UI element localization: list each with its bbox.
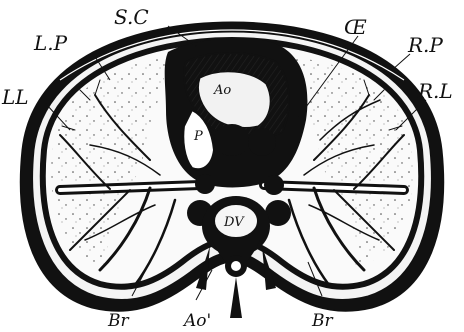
label-descending-aorta: Ao': [182, 311, 211, 331]
label-oesophagus: Œ: [344, 15, 367, 39]
label-bronchus-right: Br: [311, 311, 333, 331]
label-bronchus-left: Br: [107, 311, 129, 331]
label-left-pleura: L.P: [33, 31, 68, 55]
label-pulmonary-artery: P: [193, 129, 203, 144]
mediastinum: [165, 39, 308, 188]
label-superior-vena-cava: S.C: [114, 5, 149, 29]
label-right-pleura: R.P: [407, 33, 443, 57]
label-right-lung: R.L: [417, 79, 453, 103]
label-left-lung: LL: [1, 85, 29, 109]
label-aorta: Ao: [213, 83, 231, 98]
label-dorsal-vertebra: DV: [223, 215, 245, 230]
